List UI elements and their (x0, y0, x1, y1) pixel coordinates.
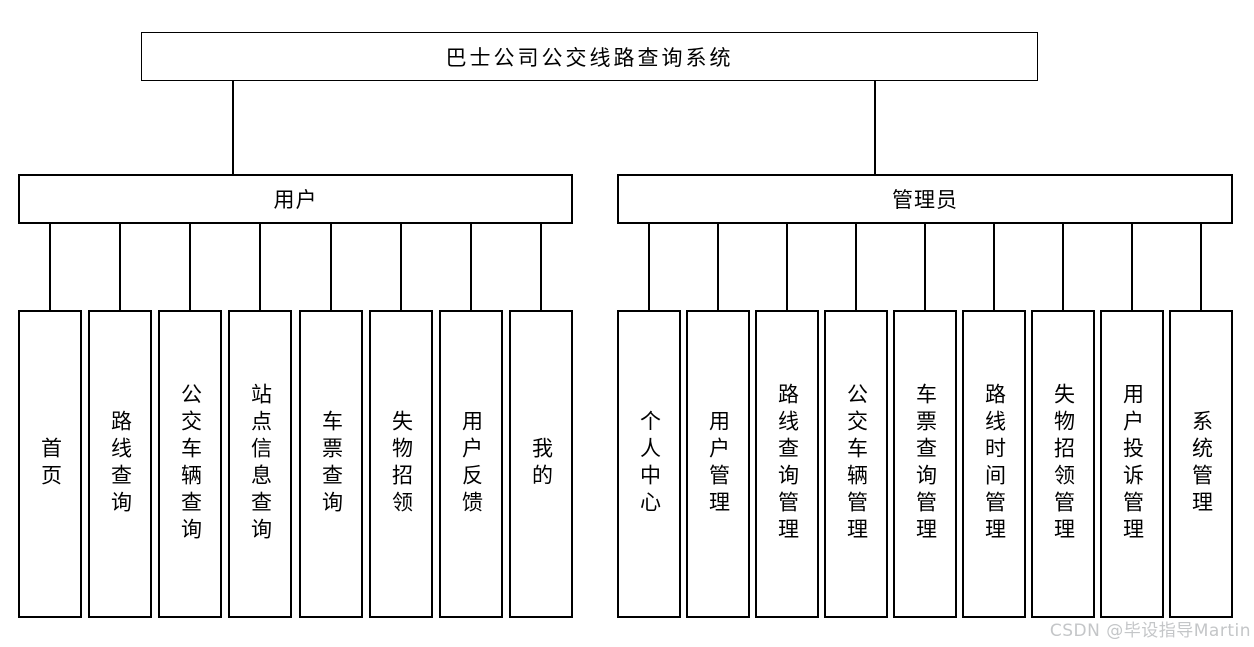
leaf-node-label: 车票查询 (319, 410, 344, 518)
leaf-node-label: 路线时间管理 (982, 383, 1007, 545)
connector-branch-to-leaf (717, 224, 719, 310)
leaf-node: 路线查询管理 (755, 310, 819, 618)
connector-branch-to-leaf (786, 224, 788, 310)
leaf-node: 首页 (18, 310, 82, 618)
leaf-node: 站点信息查询 (228, 310, 292, 618)
connector-branch-to-leaf (540, 224, 542, 310)
connector-branch-to-leaf (400, 224, 402, 310)
connector-branch-to-leaf (1131, 224, 1133, 310)
leaf-node: 车票查询管理 (893, 310, 957, 618)
branch-node-admin: 管理员 (617, 174, 1233, 224)
branch-node-user: 用户 (18, 174, 573, 224)
connector-branch-to-leaf (259, 224, 261, 310)
connector-branch-to-leaf (1200, 224, 1202, 310)
leaf-node-label: 车票查询管理 (913, 383, 938, 545)
leaf-node: 路线查询 (88, 310, 152, 618)
leaf-node-label: 站点信息查询 (248, 383, 273, 545)
csdn-watermark: CSDN @毕设指导Martin (1049, 621, 1251, 641)
leaf-node: 失物招领 (369, 310, 433, 618)
leaf-node: 我的 (509, 310, 573, 618)
leaf-node-label: 系统管理 (1189, 410, 1214, 518)
connector-branch-to-leaf (924, 224, 926, 310)
connector-branch-to-leaf (49, 224, 51, 310)
connector-branch-to-leaf (189, 224, 191, 310)
branch-node-admin-label: 管理员 (892, 188, 958, 212)
root-node: 巴士公司公交线路查询系统 (141, 32, 1038, 81)
leaf-node-label: 用户投诉管理 (1120, 383, 1145, 545)
connector-branch-to-leaf (1062, 224, 1064, 310)
connector-branch-to-leaf (470, 224, 472, 310)
connector-branch-to-leaf (855, 224, 857, 310)
connector-branch-to-leaf (119, 224, 121, 310)
leaf-node: 公交车辆管理 (824, 310, 888, 618)
leaf-node-label: 个人中心 (637, 410, 662, 518)
leaf-node-label: 公交车辆查询 (178, 383, 203, 545)
leaf-node-label: 路线查询 (108, 410, 133, 518)
leaf-node-label: 用户反馈 (459, 410, 484, 518)
branch-node-user-label: 用户 (273, 188, 318, 212)
leaf-node-label: 失物招领 (389, 410, 414, 518)
leaf-node-label: 我的 (529, 437, 554, 491)
leaf-node-label: 失物招领管理 (1051, 383, 1076, 545)
leaf-node: 系统管理 (1169, 310, 1233, 618)
connector-root-to-user (232, 81, 234, 174)
leaf-node: 用户管理 (686, 310, 750, 618)
leaf-node: 用户反馈 (439, 310, 503, 618)
root-node-label: 巴士公司公交线路查询系统 (445, 45, 734, 70)
leaf-node-label: 路线查询管理 (775, 383, 800, 545)
connector-root-to-admin (874, 81, 876, 174)
leaf-node: 个人中心 (617, 310, 681, 618)
leaf-node-label: 用户管理 (706, 410, 731, 518)
leaf-node: 车票查询 (299, 310, 363, 618)
connector-branch-to-leaf (330, 224, 332, 310)
leaf-node: 用户投诉管理 (1100, 310, 1164, 618)
leaf-node-label: 公交车辆管理 (844, 383, 869, 545)
leaf-node: 路线时间管理 (962, 310, 1026, 618)
leaf-node: 失物招领管理 (1031, 310, 1095, 618)
leaf-node: 公交车辆查询 (158, 310, 222, 618)
connector-branch-to-leaf (993, 224, 995, 310)
connector-branch-to-leaf (648, 224, 650, 310)
leaf-node-label: 首页 (38, 437, 63, 491)
